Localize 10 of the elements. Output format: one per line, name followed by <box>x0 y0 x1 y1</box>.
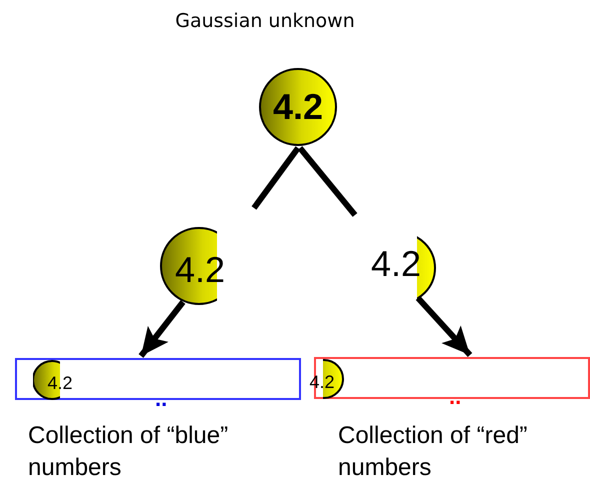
node-label: Collection of “red” numbers <box>338 421 528 483</box>
ellipsis-dots: .. <box>155 388 168 410</box>
title: Gaussian unknown <box>174 10 356 32</box>
arrow <box>416 296 472 358</box>
collection-box <box>15 358 301 400</box>
arrow <box>138 300 186 358</box>
node-label: Collection of “blue” numbers <box>28 421 230 483</box>
ellipsis-dots: .. <box>449 386 462 408</box>
number-text: 4.2 <box>309 373 335 391</box>
number-text: 4.2 <box>272 89 324 125</box>
